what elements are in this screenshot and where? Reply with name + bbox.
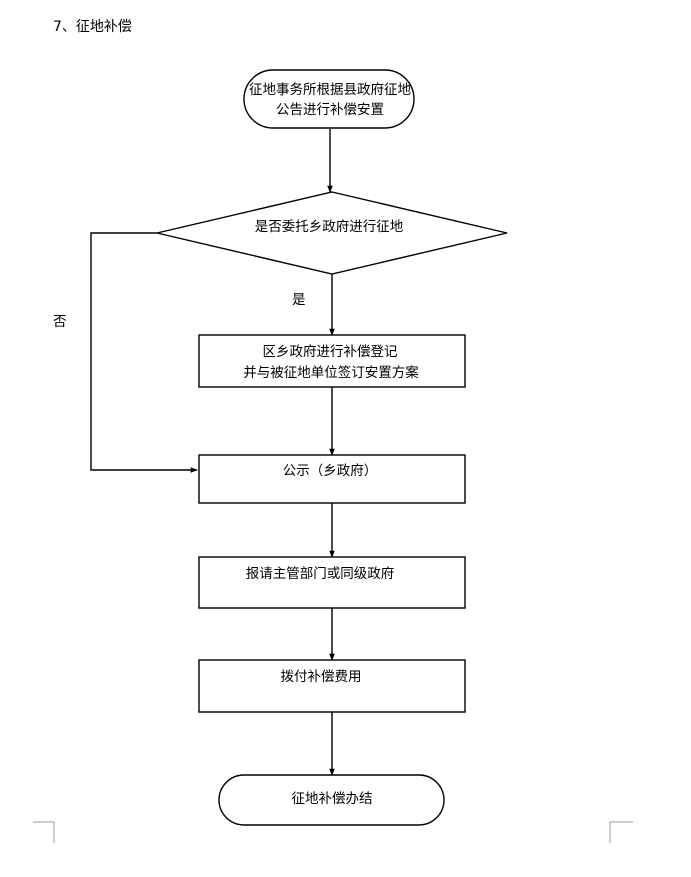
pay-node-text: 拨付补偿费用: [281, 669, 362, 685]
register-node: 区乡政府进行补偿登记 并与被征地单位签订安置方案: [198, 334, 466, 388]
crop-mark-right: [609, 821, 633, 843]
crop-mark-left: [33, 821, 55, 843]
register-node-line-2: 并与被征地单位签订安置方案: [243, 364, 419, 381]
pay-node: 拨付补偿费用: [198, 659, 466, 713]
report-node: 报请主管部门或同级政府: [198, 556, 466, 609]
start-node-line-2: 公告进行补偿安置: [276, 102, 384, 118]
start-node: 征地事务所根据县政府征地 公告进行补偿安置: [243, 69, 415, 129]
publicize-node: 公示（乡政府）: [198, 454, 466, 504]
edge-decision-to-publicize-no: [90, 232, 198, 473]
end-node-text: 征地补偿办结: [292, 791, 373, 807]
register-node-line-1: 区乡政府进行补偿登记: [263, 344, 398, 360]
decision-node-text: 是否委托乡政府进行征地: [255, 219, 404, 235]
decision-node: 是否委托乡政府进行征地: [156, 191, 508, 275]
edge-label-no: 否: [53, 314, 67, 330]
report-node-text: 报请主管部门或同级政府: [246, 566, 395, 582]
end-node: 征地补偿办结: [218, 774, 445, 826]
edge-label-yes: 是: [292, 292, 306, 308]
start-node-line-1: 征地事务所根据县政府征地: [249, 82, 411, 98]
section-heading: 7、征地补偿: [53, 19, 132, 35]
publicize-node-text: 公示（乡政府）: [283, 463, 378, 479]
